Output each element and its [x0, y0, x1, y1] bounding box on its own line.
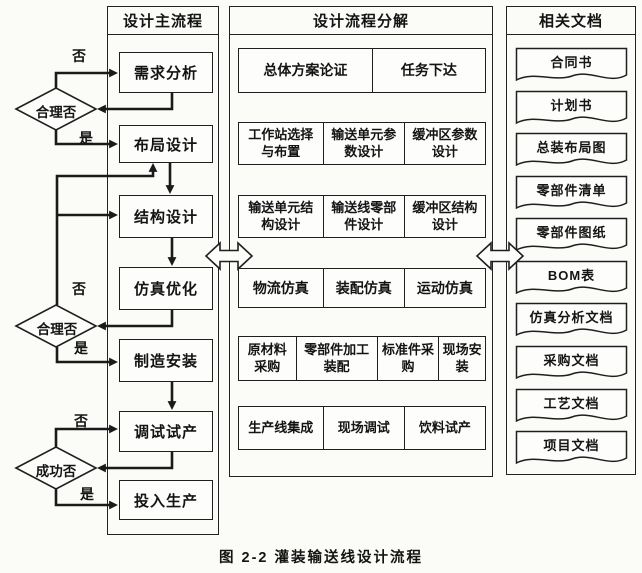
decomposition-cell: 任务下达 [371, 49, 485, 92]
document-simulation-analysis: 仿真分析文档 [515, 302, 628, 342]
decomposition-cell: 现场调试 [322, 407, 404, 449]
decision-reasonable-1-label: 合理否 [35, 105, 77, 120]
decomposition-cell: 运动仿真 [403, 269, 485, 307]
document-shape [515, 217, 628, 252]
decomposition-cell: 输送单元参数设计 [322, 123, 404, 164]
main-flow-panel-title: 设计主流程 [108, 7, 218, 35]
document-label: 零部件图纸 [536, 225, 607, 240]
flow-step-simulation-optimization: 仿真优化 [119, 267, 213, 310]
flow-step-structure-design: 结构设计 [119, 195, 213, 238]
decomposition-cell: 物流仿真 [252, 279, 309, 296]
branch-no-label-3: 否 [74, 413, 88, 429]
flow-step-manufacturing-installation: 制造安装 [119, 339, 213, 382]
decomposition-panel-title: 设计流程分解 [230, 7, 492, 35]
document-label: 项目文档 [543, 438, 600, 453]
branch-yes-label-1: 是 [79, 130, 93, 146]
document-label: 计划书 [550, 98, 593, 113]
documents-panel: 相关文档 [506, 6, 636, 475]
document-parts-drawings: 零部件图纸 [515, 217, 628, 257]
document-shape [515, 388, 628, 423]
decision-reasonable-2-label: 合理否 [36, 322, 78, 337]
decomposition-cell: 标准件采购 [376, 337, 439, 380]
document-process: 工艺文档 [515, 388, 628, 428]
flow-step-production-launch: 投入生产 [119, 480, 213, 520]
decomposition-row-4: 物流仿真 装配仿真 运动仿真 [238, 268, 486, 308]
branch-no-label-1: 否 [72, 48, 86, 64]
branch-no-label-2: 否 [72, 281, 86, 297]
document-parts-list: 零部件清单 [515, 175, 628, 215]
flow-step-layout-design: 布局设计 [119, 125, 213, 163]
decomposition-cell: 缓冲区参数设计 [403, 123, 485, 164]
decomposition-row-6: 生产线集成 现场调试 饮料试产 [238, 406, 486, 450]
decomposition-cell: 总体方案论证 [263, 62, 348, 79]
document-shape [515, 302, 628, 337]
document-label: 工艺文档 [543, 396, 600, 411]
decomposition-cell: 输送单元结构设计 [248, 199, 314, 232]
document-project: 项目文档 [515, 430, 628, 470]
flow-step-requirements-analysis: 需求分析 [119, 52, 213, 93]
decomposition-cell: 输送线零部件设计 [322, 196, 404, 237]
flow-arrow-no1-to-requirements [54, 68, 118, 88]
document-plan: 计划书 [515, 90, 628, 130]
decomposition-cell: 缓冲区结构设计 [403, 196, 485, 237]
decomposition-cell: 现场安装 [438, 337, 485, 380]
document-label: BOM表 [547, 268, 596, 283]
flow-step-debug-trial-production: 调试试产 [119, 411, 213, 452]
document-shape [515, 430, 628, 465]
document-shape [515, 175, 628, 210]
decomposition-cell: 生产线集成 [248, 419, 314, 435]
decomposition-row-5: 原材料采购 零部件加工装配 标准件采购 现场安装 [238, 336, 486, 381]
decomposition-cell: 工作站选择与布置 [248, 126, 314, 159]
branch-yes-label-3: 是 [80, 486, 94, 502]
flow-arrow-no3-to-debug [54, 424, 118, 447]
branch-yes-label-2: 是 [74, 340, 88, 356]
document-label: 零部件清单 [536, 183, 607, 198]
document-label: 采购文档 [543, 353, 600, 368]
decomposition-cell: 饮料试产 [403, 407, 485, 449]
document-assembly-layout: 总装布局图 [515, 132, 628, 172]
decomposition-cell: 零部件加工装配 [295, 337, 377, 380]
decomposition-row-1: 总体方案论证 任务下达 [238, 48, 486, 93]
document-procurement: 采购文档 [515, 345, 628, 385]
document-label: 仿真分析文档 [529, 310, 614, 325]
document-shape [515, 47, 628, 82]
document-contract: 合同书 [515, 47, 628, 87]
decision-success-label: 成功否 [35, 464, 77, 479]
document-label: 合同书 [550, 55, 593, 70]
document-bom-table: BOM表 [515, 260, 628, 300]
document-shape [515, 90, 628, 125]
figure-caption: 图 2-2 灌装输送线设计流程 [218, 550, 423, 566]
document-shape [515, 345, 628, 380]
documents-panel-title: 相关文档 [507, 7, 635, 35]
document-shape [515, 260, 628, 295]
decomposition-cell: 装配仿真 [322, 269, 404, 307]
decomposition-row-2: 工作站选择与布置 输送单元参数设计 缓冲区参数设计 [238, 122, 486, 165]
decomposition-row-3: 输送单元结构设计 输送线零部件设计 缓冲区结构设计 [238, 195, 486, 238]
document-label: 总装布局图 [536, 140, 607, 155]
decomposition-cell: 原材料采购 [247, 341, 287, 374]
document-shape [515, 132, 628, 167]
